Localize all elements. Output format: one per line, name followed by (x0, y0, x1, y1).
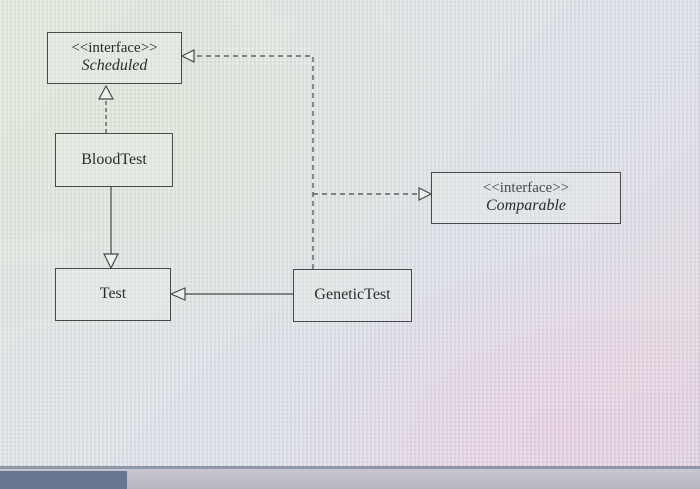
generalization-arrowhead-test-side (169, 287, 186, 301)
interface-comparable: <<interface>> Comparable (431, 172, 621, 224)
taskbar-strip (0, 469, 700, 489)
taskbar-tab (0, 471, 127, 489)
realization-arrowhead-scheduled-bottom (97, 84, 115, 100)
class-bloodtest: BloodTest (55, 133, 173, 187)
interface-name: Scheduled (81, 57, 148, 75)
generalization-arrowhead-test-top (103, 253, 119, 270)
interface-name: Comparable (486, 197, 566, 215)
class-test: Test (55, 268, 171, 321)
interface-scheduled: <<interface>> Scheduled (47, 32, 182, 84)
class-genetictest: GeneticTest (293, 269, 412, 322)
class-name: BloodTest (81, 150, 147, 168)
interface-stereotype: <<interface>> (482, 180, 570, 197)
class-name: Test (99, 285, 127, 303)
window-bottom-border (0, 466, 700, 469)
realization-arrowhead-comparable (418, 187, 433, 201)
class-name: GeneticTest (314, 286, 391, 304)
connector-genetictest-to-scheduled (194, 55, 314, 269)
realization-arrowhead-scheduled-side (180, 49, 195, 63)
interface-stereotype: <<interface>> (71, 40, 158, 57)
